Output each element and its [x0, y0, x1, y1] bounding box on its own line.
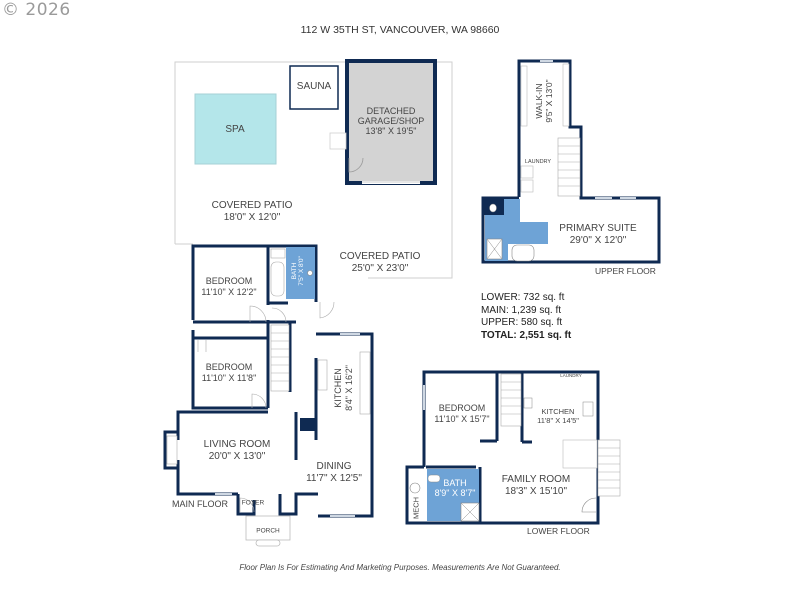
- garage-name-line2: GARAGE/SHOP: [357, 116, 425, 126]
- lower-floor-plan: [405, 370, 600, 525]
- main-floor-label: MAIN FLOOR: [172, 499, 229, 509]
- walk-in-label: WALK-IN 9'5" X 13'0": [534, 79, 554, 122]
- room-dims: 11'8" X 14'5": [537, 416, 579, 425]
- lower-floor-label: LOWER FLOOR: [527, 526, 590, 536]
- copyright-watermark: © 2026: [2, 0, 71, 20]
- upper-laundry-label: LAUNDRY: [524, 159, 552, 165]
- room-name: KITCHEN: [333, 368, 343, 408]
- room-dims: 29'0" X 12'0": [569, 235, 627, 246]
- dining-label: DINING 11'7" X 12'5": [306, 461, 362, 485]
- room-name: BATH: [291, 262, 298, 280]
- main-bath-label: BATH 7'5" X 8'0": [291, 256, 305, 286]
- sauna-label: SAUNA: [296, 81, 332, 92]
- main-bedroom-1-label: BEDROOM 11'10" X 12'2": [201, 276, 256, 298]
- main-sqft: MAIN: 1,239 sq. ft: [481, 304, 562, 316]
- property-address: 112 W 35TH ST, VANCOUVER, WA 98660: [300, 24, 500, 36]
- upper-floor-details: [485, 60, 636, 262]
- covered-patio-right-label: COVERED PATIO 25'0" X 23'0": [340, 251, 421, 275]
- spa-label: SPA: [225, 124, 245, 135]
- room-name: BEDROOM: [205, 362, 253, 372]
- lower-bedroom-label: BEDROOM 11'10" X 15'7": [434, 403, 489, 425]
- room-name: BEDROOM: [205, 276, 253, 286]
- room-name: KITCHEN: [541, 407, 575, 416]
- sauna-shape: [289, 65, 339, 110]
- room-name: WALK-IN: [534, 83, 544, 119]
- room-dims: 11'10" X 15'7": [434, 414, 490, 424]
- room-name: DINING: [316, 461, 352, 472]
- main-kitchen-label: KITCHEN 8'4" X 16'2": [333, 365, 355, 411]
- room-name: PRIMARY SUITE: [559, 223, 637, 234]
- room-dims: 25'0" X 23'0": [351, 263, 409, 274]
- room-dims: 18'3" X 15'10": [504, 486, 568, 497]
- square-footage-summary: LOWER: 732 sq. ft MAIN: 1,239 sq. ft UPP…: [481, 292, 571, 342]
- porch-label: PORCH: [256, 527, 280, 535]
- primary-suite-label: PRIMARY SUITE 29'0" X 12'0": [559, 223, 636, 247]
- disclaimer: Floor Plan Is For Estimating And Marketi…: [239, 563, 561, 572]
- room-name: COVERED PATIO: [339, 251, 421, 262]
- family-room-label: FAMILY ROOM 18'3" X 15'10": [502, 474, 571, 498]
- garage-name-line1: DETACHED: [366, 106, 416, 116]
- upper-floor-label: UPPER FLOOR: [595, 266, 656, 276]
- lower-laundry-label: LAUNDRY: [560, 373, 582, 378]
- room-dims: 8'4" X 16'2": [344, 365, 354, 411]
- living-room-label: LIVING ROOM 20'0" X 13'0": [204, 439, 271, 463]
- garage-label: DETACHED GARAGE/SHOP 13'8" X 19'5": [358, 106, 425, 136]
- room-dims: 11'10" X 12'2": [201, 287, 257, 297]
- spa-shape: [194, 93, 277, 165]
- room-dims: 7'5" X 8'0": [298, 256, 305, 286]
- room-name: BATH: [443, 478, 467, 488]
- total-sqft: TOTAL: 2,551 sq. ft: [481, 329, 572, 341]
- room-name: COVERED PATIO: [211, 200, 293, 211]
- room-dims: 18'0" X 12'0": [223, 212, 281, 223]
- upper-sqft: UPPER: 580 sq. ft: [481, 317, 563, 328]
- room-dims: 8'9" X 8'7": [434, 488, 476, 498]
- garage-dims: 13'8" X 19'5": [365, 126, 417, 136]
- room-dims: 20'0" X 13'0": [208, 451, 266, 462]
- room-dims: 11'10" X 11'8": [201, 373, 257, 383]
- room-name: FAMILY ROOM: [501, 474, 571, 485]
- main-floor-details: [166, 247, 371, 547]
- lower-kitchen-label: KITCHEN 11'8" X 14'5": [537, 407, 579, 425]
- lower-floor-details: [409, 373, 621, 522]
- main-bedroom-2-label: BEDROOM 11'10" X 11'8": [202, 362, 257, 384]
- room-name: LIVING ROOM: [203, 439, 271, 450]
- lower-sqft: LOWER: 732 sq. ft: [481, 292, 565, 303]
- room-dims: 11'7" X 12'5": [306, 473, 362, 484]
- mech-label: MECH: [411, 496, 421, 520]
- foyer-label: FOYER: [241, 499, 265, 507]
- room-name: BEDROOM: [438, 403, 486, 413]
- covered-patio-left-label: COVERED PATIO 18'0" X 12'0": [212, 200, 293, 224]
- lower-bath-label: BATH 8'9" X 8'7": [435, 478, 476, 498]
- room-dims: 9'5" X 13'0": [544, 79, 554, 123]
- outdoor-area: [174, 59, 453, 279]
